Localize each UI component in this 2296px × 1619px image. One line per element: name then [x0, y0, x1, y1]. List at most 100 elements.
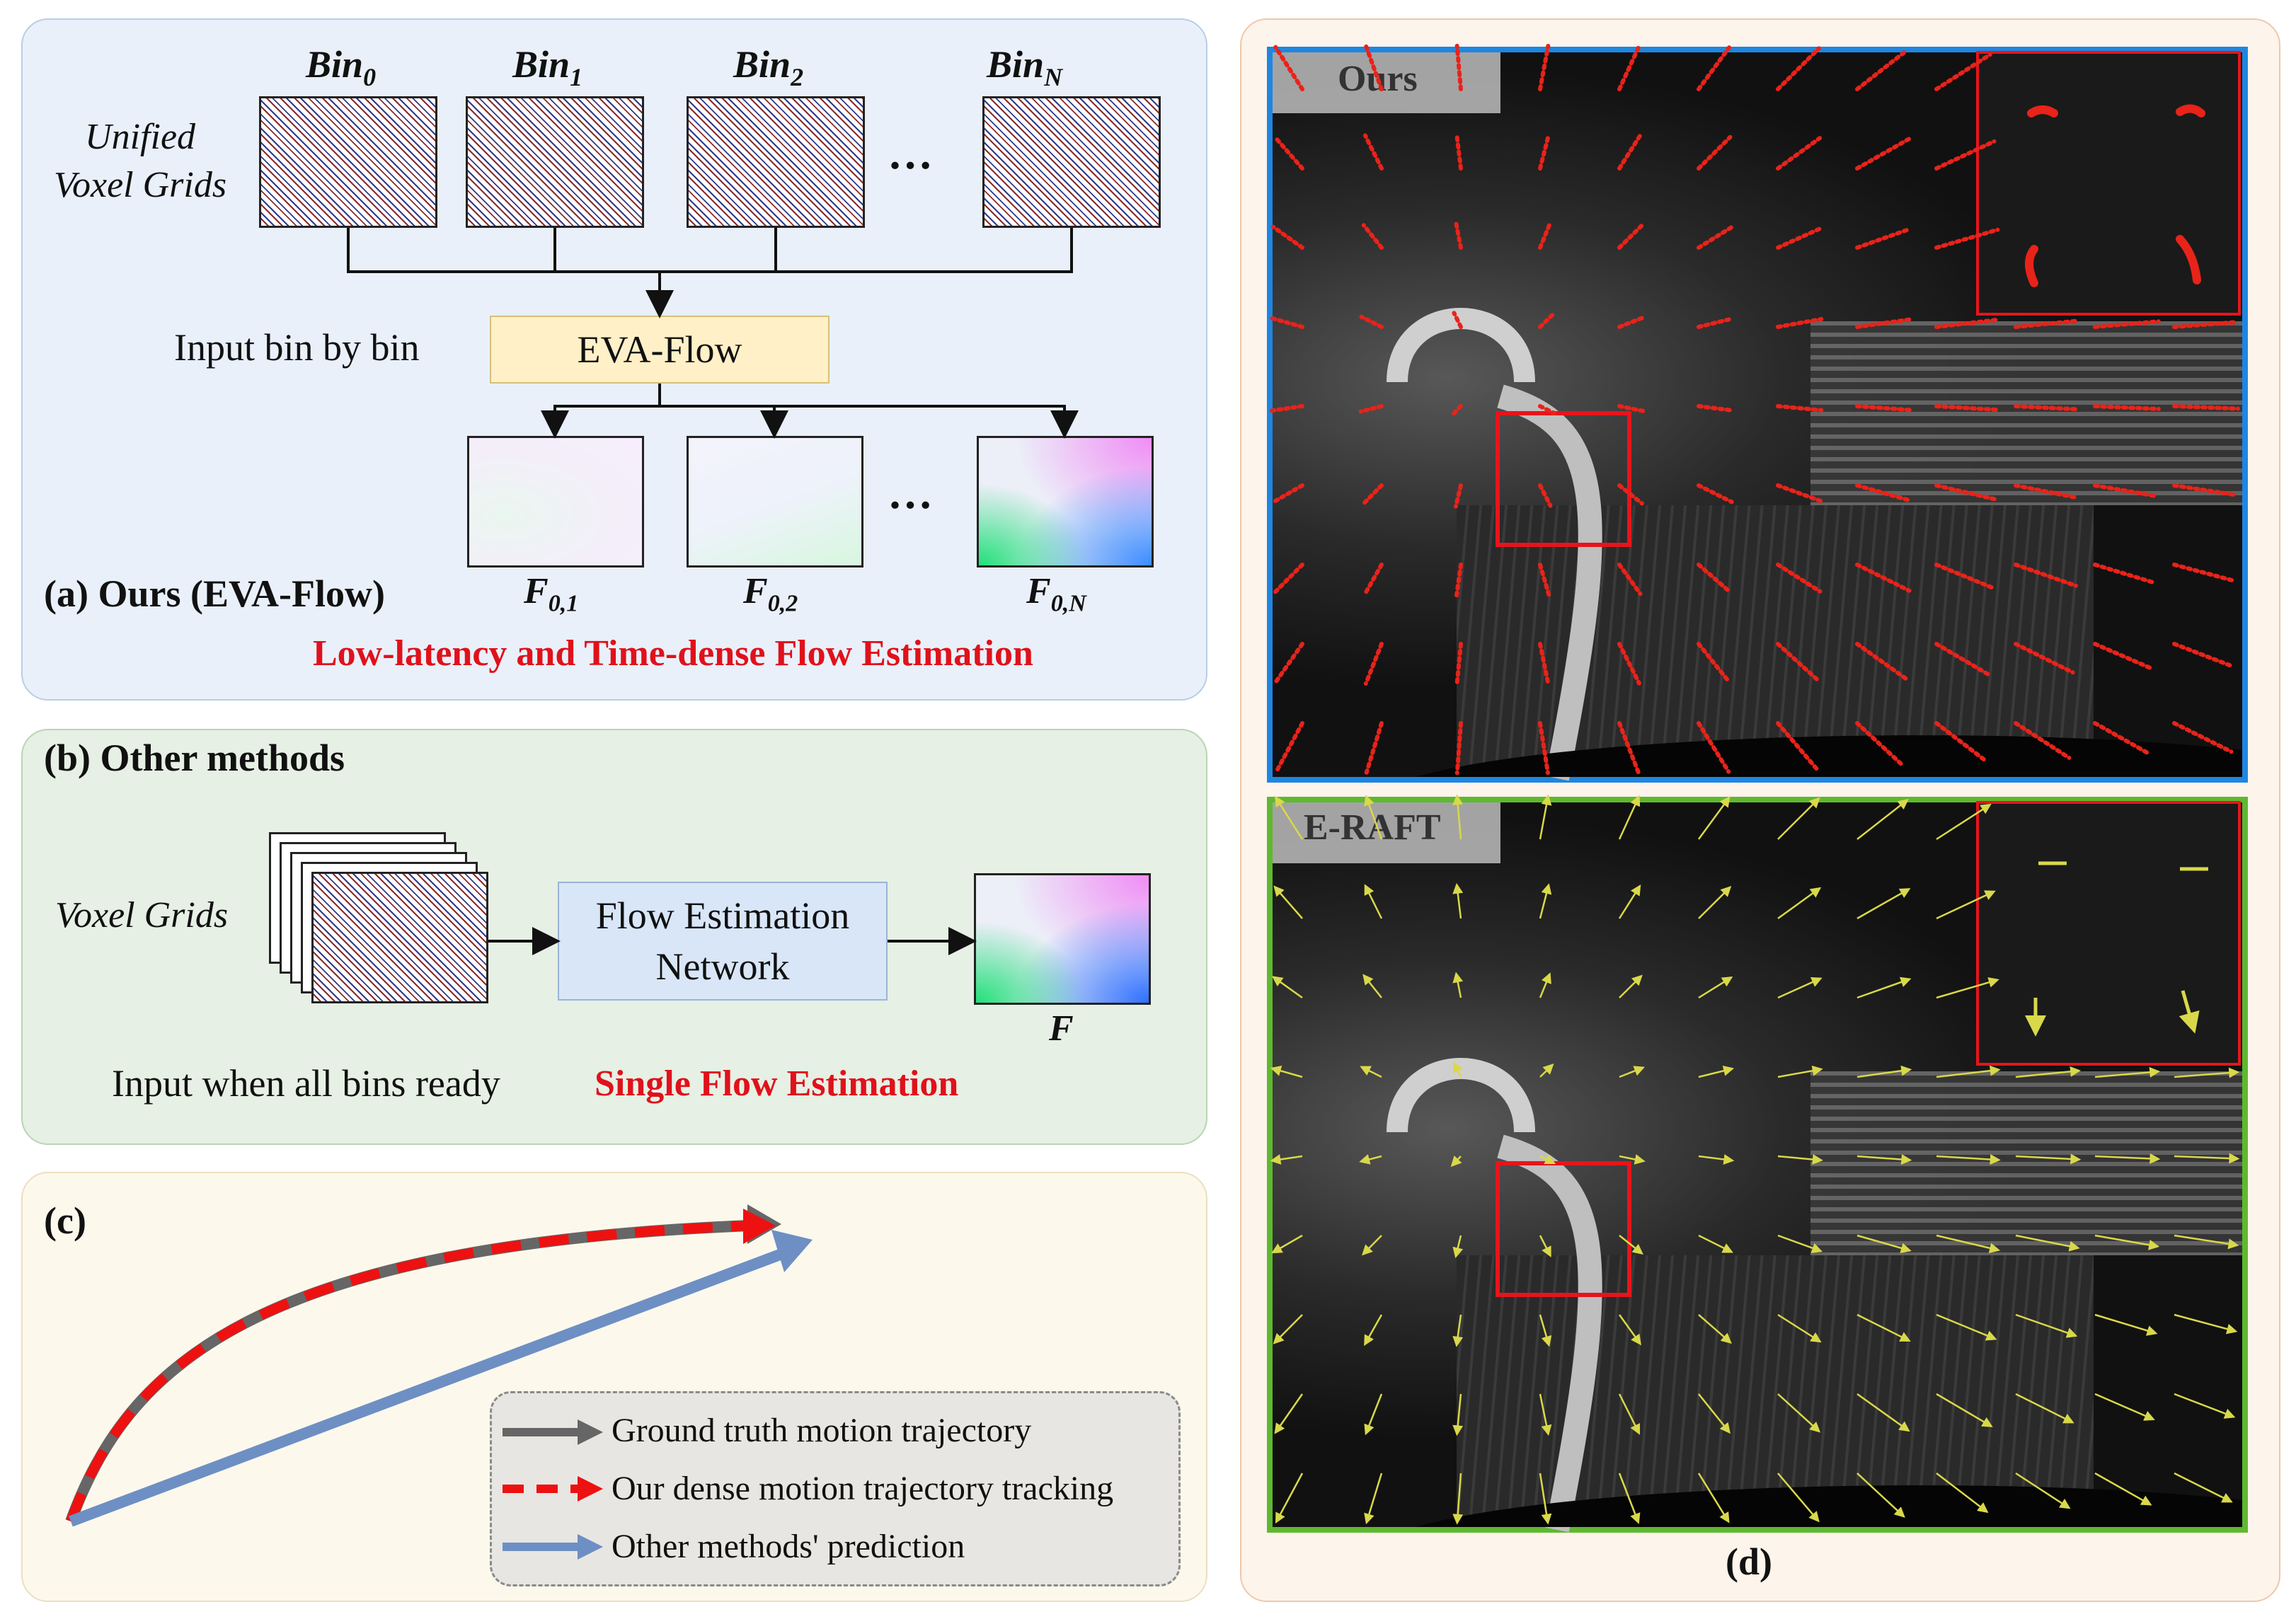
- flow-vector: [1777, 1154, 1823, 1165]
- flow-vector: [1777, 1393, 1821, 1433]
- flow-vector: [1273, 45, 1304, 91]
- flow-vector: [2094, 1393, 2155, 1421]
- flow-vector: [1273, 1314, 1303, 1344]
- flow-vector: [1364, 1314, 1383, 1347]
- eraft-highlight-box: [1496, 1161, 1631, 1297]
- panel-a-title: (a) Ours (EVA-Flow): [44, 572, 385, 615]
- flow-vector: [1362, 1235, 1382, 1256]
- flow-vector: [1271, 224, 1304, 250]
- flow-vector: [1538, 721, 1550, 776]
- flow-vector: [1934, 483, 2001, 502]
- eraft-zoom-inset: [1976, 801, 2241, 1066]
- flow-vector: [1359, 314, 1384, 329]
- flow-vector: [1273, 642, 1304, 685]
- flow-vector: [1618, 884, 1641, 919]
- voxel-grids-label: Voxel Grids: [55, 895, 229, 935]
- flow-vector: [2174, 1472, 2233, 1503]
- flow-vector: [1777, 797, 1820, 840]
- flow-vector: [2094, 1313, 2158, 1336]
- panel-b-title: (b) Other methods: [44, 737, 345, 779]
- flow-vector: [1270, 316, 1304, 329]
- bin-0-label: Bin0: [306, 43, 377, 91]
- flow-vector: [1856, 1393, 1910, 1432]
- flow-vector: [1539, 1473, 1552, 1525]
- flow-vector: [1934, 721, 1990, 764]
- flow-vector: [1538, 44, 1551, 91]
- flow-vector: [1697, 225, 1734, 250]
- legend-label-ours: Our dense motion trajectory tracking: [612, 1470, 1114, 1507]
- flow-vector: [2174, 1313, 2238, 1335]
- flow-vector: [1936, 1473, 1989, 1514]
- flow-vector: [1272, 563, 1304, 595]
- flow-vector: [1271, 1234, 1303, 1254]
- flow-vector: [1936, 977, 1999, 999]
- flow-vector: [2014, 483, 2081, 500]
- flow-vector: [1452, 1235, 1464, 1259]
- legend-swatches: [503, 1419, 603, 1560]
- flow-vector: [2094, 1066, 2161, 1078]
- panel-b-caption: Single Flow Estimation: [595, 1064, 959, 1104]
- flows-ellipsis: …: [888, 468, 933, 518]
- eraft-zoom-tracks: [2025, 861, 2208, 1037]
- input-bin-by-bin-label: Input bin by bin: [174, 326, 420, 369]
- flow-0-1-label: F0,1: [524, 571, 579, 617]
- flow-vector: [1936, 1154, 2001, 1165]
- flow-vector: [1936, 890, 1996, 920]
- flow-vector: [1364, 795, 1383, 840]
- network-label-line1: Flow Estimation: [595, 894, 850, 937]
- flow-0-n-label: F0,N: [1026, 571, 1086, 617]
- panel-a-caption: Low-latency and Time-dense Flow Estimati…: [313, 633, 1033, 674]
- flow-vector: [1698, 1234, 1733, 1253]
- eraft-flow-image: [1267, 797, 2248, 1533]
- flow-vector: [1855, 483, 1912, 503]
- flow-output-0-n: [977, 436, 1154, 567]
- flow-vector: [1856, 1065, 1912, 1078]
- flow-vector: [2014, 721, 2072, 761]
- flow-vector: [1934, 139, 1997, 171]
- flow-vector: [1452, 311, 1463, 329]
- flow-vector: [1698, 1393, 1731, 1434]
- flow-vector: [1776, 46, 1821, 91]
- flow-output-0-2: [687, 436, 863, 567]
- flow-vector: [1698, 1314, 1732, 1344]
- flow-vector: [1777, 1065, 1823, 1078]
- flow-vector: [1539, 1064, 1554, 1078]
- flow-vector: [2094, 1153, 2161, 1164]
- bin-1-label: Bin1: [512, 43, 583, 91]
- flow-vector: [1936, 1313, 1997, 1341]
- flow-vector: [2015, 1313, 2078, 1338]
- flow-vector: [1270, 1154, 1303, 1165]
- flow-vector: [1698, 886, 1732, 919]
- flow-vector: [2172, 642, 2236, 669]
- voxel-grid-bin-1: [466, 96, 644, 228]
- flow-vector: [1698, 1154, 1735, 1165]
- flow-vector: [1776, 226, 1823, 250]
- network-label-line2: Network: [655, 945, 790, 988]
- flow-vector: [1697, 134, 1733, 171]
- flow-vector: [1538, 642, 1551, 686]
- flow-vector: [1454, 132, 1463, 171]
- lane-lines: [1497, 384, 1602, 1533]
- flow-vector: [1776, 642, 1822, 684]
- flow-vector: [2014, 563, 2078, 588]
- flow-vector: [1697, 45, 1732, 91]
- flow-vector: [1855, 47, 1910, 91]
- flow-vector: [1697, 404, 1735, 413]
- flow-vector: [2174, 1393, 2236, 1419]
- flow-vector: [1698, 976, 1733, 999]
- flow-vector: [1619, 1154, 1646, 1165]
- flow-vector: [2014, 318, 2082, 329]
- flow-vector: [1776, 316, 1824, 329]
- flow-vector: [1364, 44, 1384, 91]
- bins-ellipsis: …: [888, 128, 933, 178]
- ours-flow-vectors: [1269, 43, 2240, 776]
- flow-vector: [1454, 642, 1463, 686]
- flow-vector: [1452, 882, 1464, 919]
- flow-vector: [1539, 1393, 1552, 1436]
- flow-vector: [1364, 1393, 1383, 1436]
- flow-vector: [1697, 483, 1734, 505]
- flow-vector: [1362, 563, 1384, 597]
- flow-vector: [1359, 1154, 1382, 1165]
- flow-vector: [1539, 1154, 1556, 1165]
